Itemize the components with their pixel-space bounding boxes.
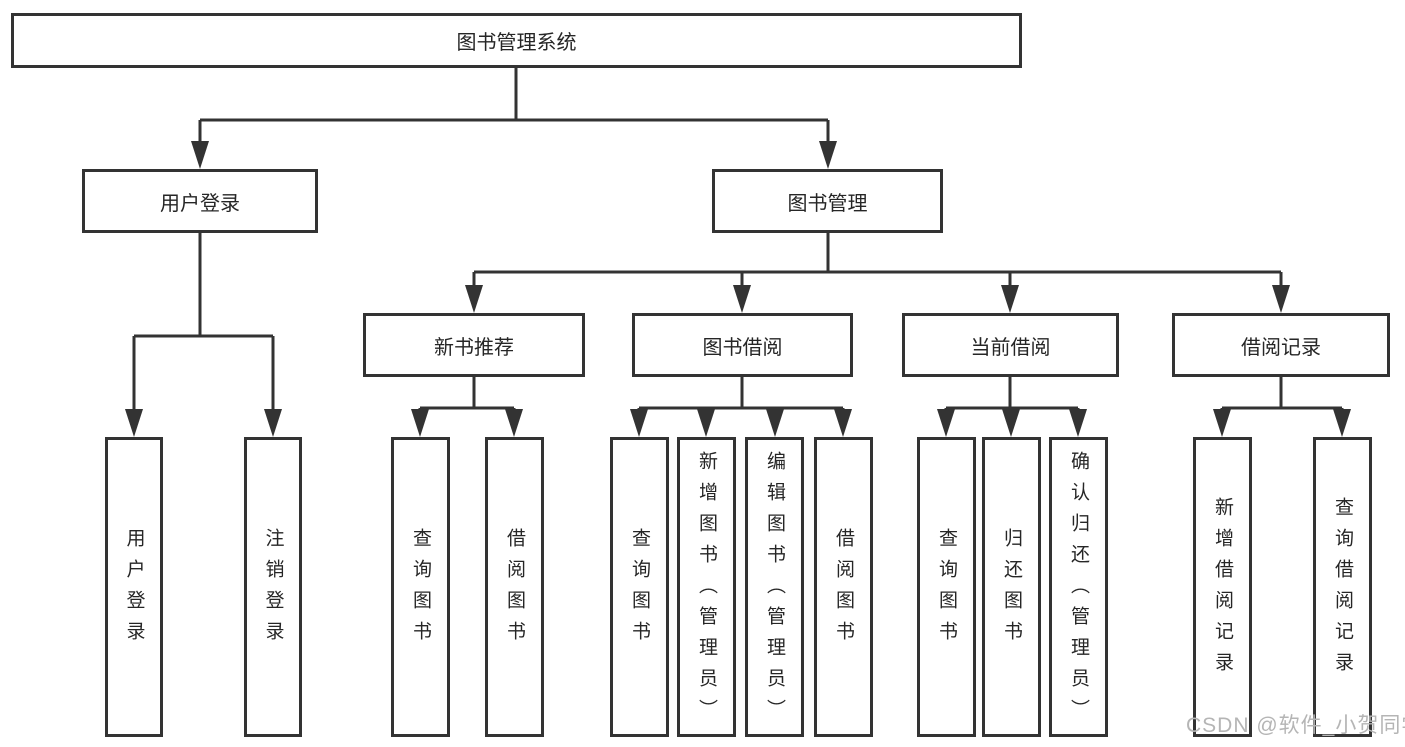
node-library-management-system: 图书管理系统 [11,13,1022,68]
csdn-watermark: CSDN @软件_小贺同学 [1186,714,1405,737]
arrowhead-icon [834,409,852,437]
arrowhead-icon [1001,285,1019,313]
arrowhead-icon [505,409,523,437]
node-user-login: 用户登录 [82,169,318,233]
arrowhead-icon [733,285,751,313]
arrowhead-icon [465,285,483,313]
leaf-query-books-recommend: 查询图书 [391,437,450,737]
arrowhead-icon [697,409,715,437]
node-new-book-recommend: 新书推荐 [363,313,585,377]
leaf-borrow-books: 借阅图书 [814,437,873,737]
leaf-add-borrow-record: 新增借阅记录 [1193,437,1252,737]
arrowhead-icon [766,409,784,437]
arrowhead-icon [630,409,648,437]
arrowhead-icon [411,409,429,437]
arrowhead-icon [1272,285,1290,313]
arrowhead-icon [1213,409,1231,437]
arrowhead-icon [937,409,955,437]
leaf-edit-books-admin: 编辑图书（管理员） [745,437,804,737]
node-borrowing-records: 借阅记录 [1172,313,1390,377]
arrowhead-icon [1333,409,1351,437]
arrowhead-icon [819,141,837,169]
leaf-logout: 注销登录 [244,437,302,737]
arrowhead-icon [1069,409,1087,437]
leaf-add-books-admin: 新增图书（管理员） [677,437,736,737]
leaf-confirm-return-admin: 确认归还（管理员） [1049,437,1108,737]
arrowhead-icon [191,141,209,169]
arrowhead-icon [125,409,143,437]
leaf-user-login: 用户登录 [105,437,163,737]
arrowhead-group [125,141,1351,437]
arrowhead-icon [1002,409,1020,437]
node-current-borrowing: 当前借阅 [902,313,1119,377]
leaf-borrow-books-recommend: 借阅图书 [485,437,544,737]
leaf-return-books: 归还图书 [982,437,1041,737]
leaf-query-books-borrowing: 查询图书 [610,437,669,737]
node-book-borrowing: 图书借阅 [632,313,853,377]
leaf-query-borrow-record: 查询借阅记录 [1313,437,1372,737]
arrowhead-icon [264,409,282,437]
leaf-query-books-current: 查询图书 [917,437,976,737]
node-book-management: 图书管理 [712,169,943,233]
